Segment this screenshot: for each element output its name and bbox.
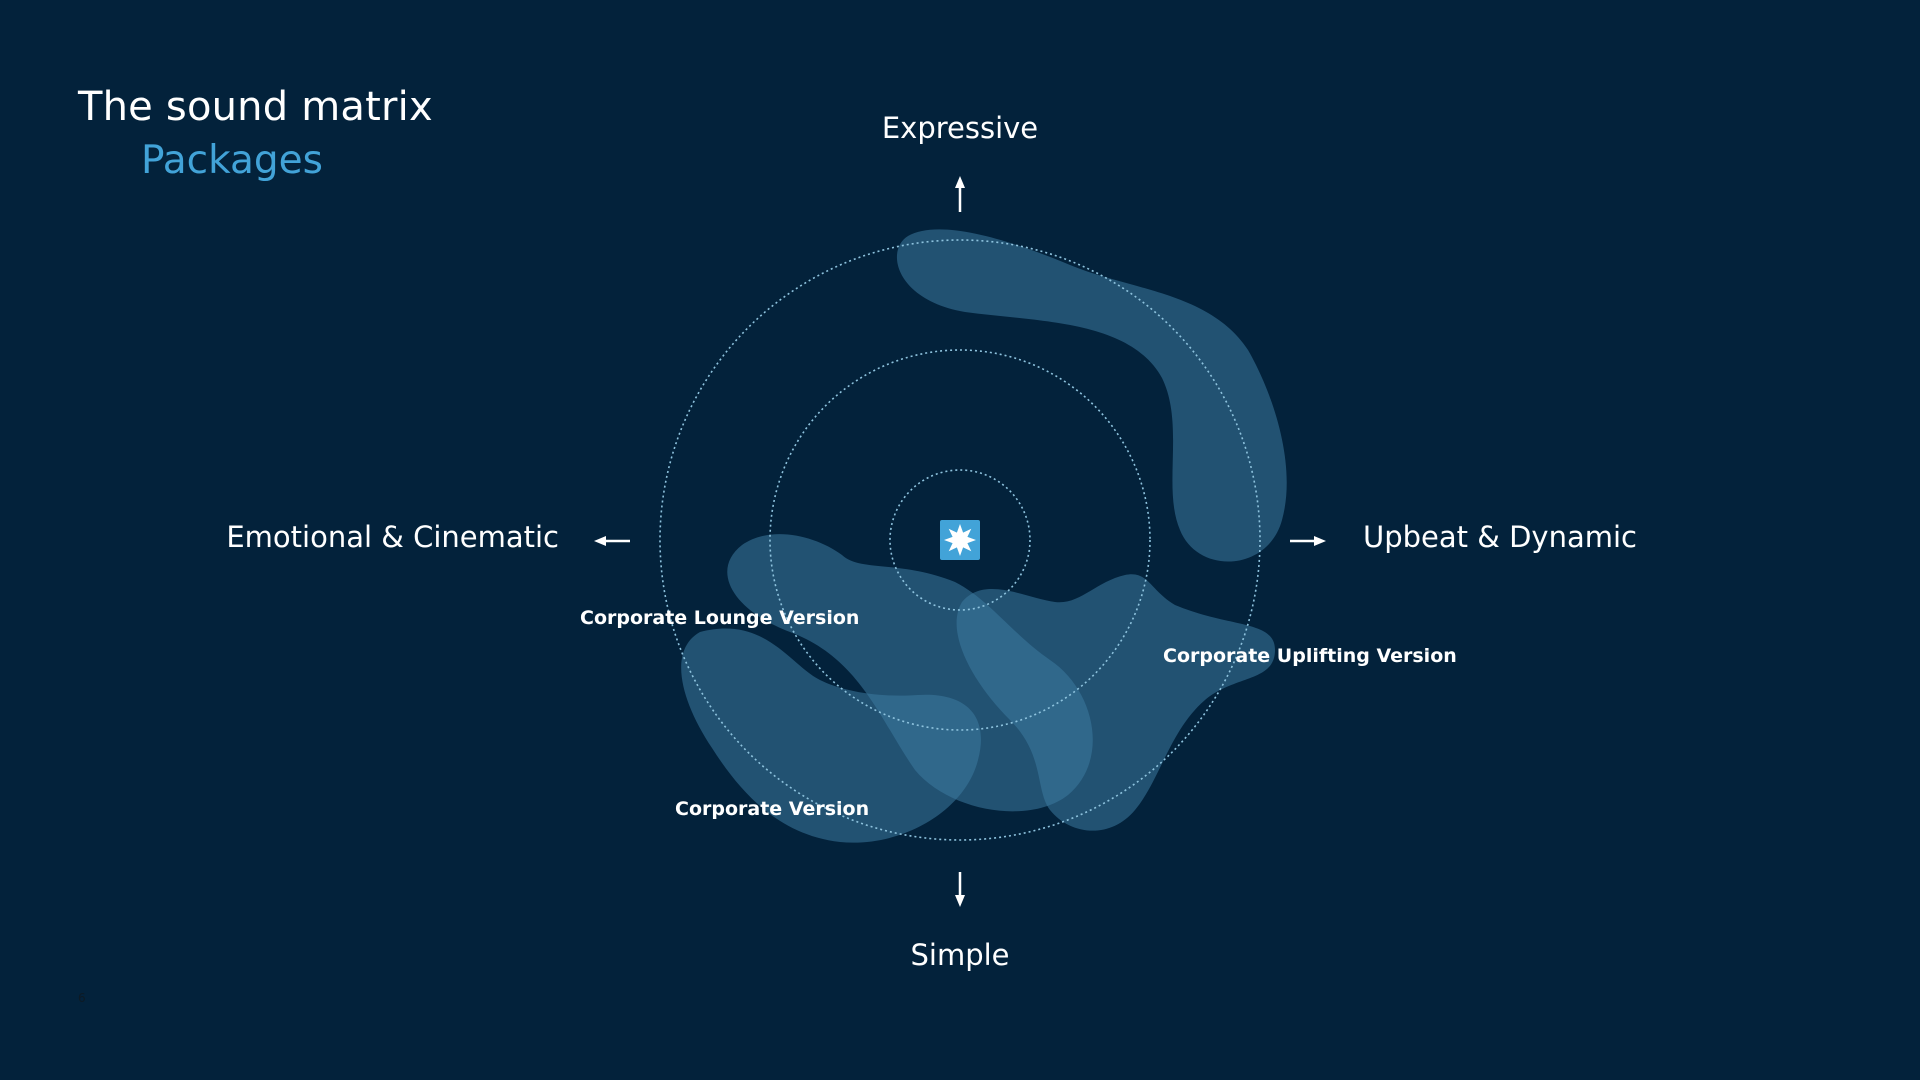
axis-label-right: Upbeat & Dynamic <box>1363 520 1637 554</box>
star-logo-icon <box>940 520 980 560</box>
arrow-up-icon <box>955 176 965 212</box>
blob-corporate <box>681 628 981 843</box>
ring-outer <box>659 239 1261 841</box>
page-number: 6 <box>78 991 86 1005</box>
ring-inner <box>889 469 1031 611</box>
rings <box>659 239 1261 841</box>
axis-label-bottom: Simple <box>910 938 1009 972</box>
slide-subtitle: Packages <box>141 138 323 183</box>
package-areas <box>681 229 1287 843</box>
arrow-down-icon <box>955 872 965 907</box>
package-label-corporate: Corporate Version <box>675 798 869 820</box>
arrow-left-icon <box>594 536 630 546</box>
package-label-uplifting: Corporate Uplifting Version <box>1163 645 1457 667</box>
blob-top-right <box>896 229 1287 562</box>
axis-label-left: Emotional & Cinematic <box>226 520 559 554</box>
ring-middle <box>769 349 1151 731</box>
blob-lounge <box>727 534 1093 812</box>
package-label-lounge: Corporate Lounge Version <box>580 607 859 629</box>
blob-uplifting <box>956 574 1275 831</box>
slide-title: The sound matrix <box>78 84 433 130</box>
arrow-right-icon <box>1290 536 1326 546</box>
axis-label-top: Expressive <box>882 111 1038 145</box>
